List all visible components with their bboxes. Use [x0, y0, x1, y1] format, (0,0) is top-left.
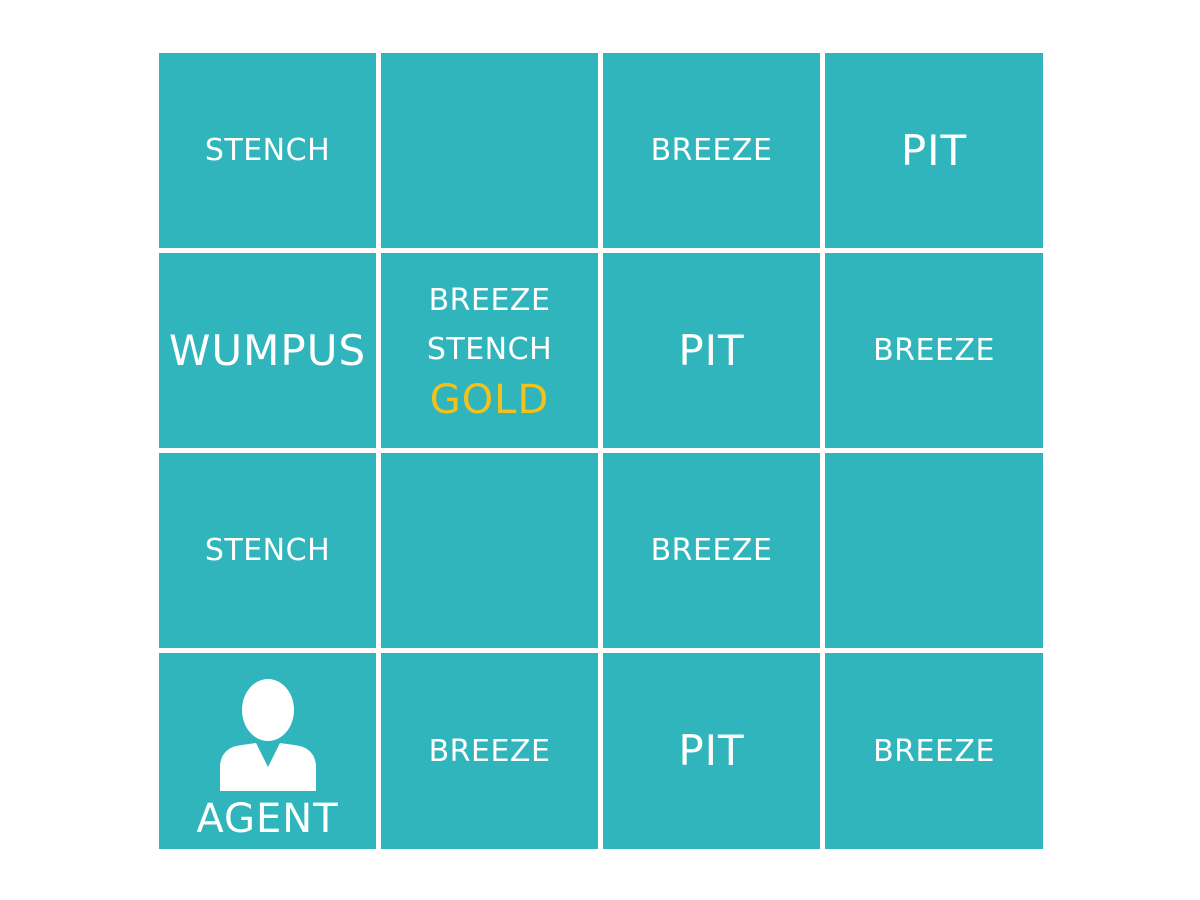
- pit-label: PIT: [678, 726, 745, 775]
- pit-label: PIT: [678, 325, 745, 375]
- breeze-label: BREEZE: [650, 133, 773, 168]
- stench-label: STENCH: [204, 133, 331, 168]
- cell-r1-c3[interactable]: BREEZE: [603, 53, 820, 248]
- cell-r4-c4[interactable]: BREEZE: [825, 653, 1043, 849]
- cell-r1-c1[interactable]: STENCH: [159, 53, 376, 248]
- breeze-label: BREEZE: [873, 733, 995, 769]
- cell-r4-c3[interactable]: PIT: [603, 653, 820, 849]
- stench-label: STENCH: [426, 331, 553, 367]
- breeze-label: BREEZE: [428, 733, 551, 769]
- cell-r3-c3[interactable]: BREEZE: [603, 453, 820, 648]
- wumpus-world-grid: STENCH BREEZE PIT WUMPUS BREEZE STENCH G…: [159, 53, 1043, 849]
- agent-label: AGENT: [196, 796, 339, 842]
- cell-r4-c1[interactable]: AGENT: [159, 653, 376, 849]
- breeze-label: BREEZE: [873, 333, 995, 368]
- breeze-label: BREEZE: [428, 282, 551, 318]
- cell-r4-c2[interactable]: BREEZE: [381, 653, 598, 849]
- person-icon: [219, 679, 316, 791]
- cell-r2-c1[interactable]: WUMPUS: [159, 253, 376, 448]
- stench-label: STENCH: [204, 533, 331, 568]
- pit-label: PIT: [900, 125, 968, 175]
- cell-r1-c4[interactable]: PIT: [825, 53, 1043, 248]
- cell-r1-c2[interactable]: [381, 53, 598, 248]
- cell-r2-c4[interactable]: BREEZE: [825, 253, 1043, 448]
- cell-r3-c2[interactable]: [381, 453, 598, 648]
- cell-r3-c4[interactable]: [825, 453, 1043, 648]
- cell-r3-c1[interactable]: STENCH: [159, 453, 376, 648]
- gold-label: GOLD: [429, 376, 550, 423]
- cell-r2-c2[interactable]: BREEZE STENCH GOLD: [381, 253, 598, 448]
- cell-r2-c3[interactable]: PIT: [603, 253, 820, 448]
- wumpus-label: WUMPUS: [168, 325, 367, 375]
- breeze-label: BREEZE: [650, 533, 773, 568]
